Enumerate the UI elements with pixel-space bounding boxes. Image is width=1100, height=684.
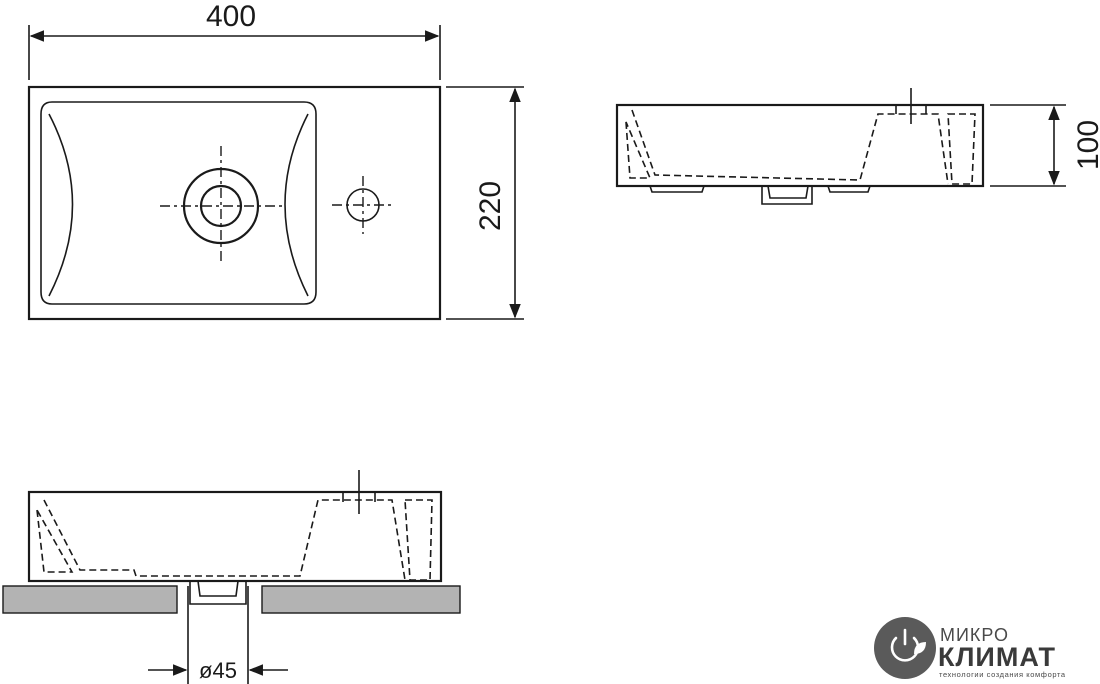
logo-line1: МИКРО bbox=[940, 625, 1009, 645]
brand-logo: МИКРО КЛИМАТ технологии создания комфорт… bbox=[874, 617, 1066, 679]
installed-left-cavity bbox=[36, 509, 74, 573]
height-label: 100 bbox=[1072, 120, 1100, 170]
installed-right-cavity bbox=[404, 499, 433, 581]
bowl-left-curve bbox=[48, 113, 74, 297]
top-view: 400 220 bbox=[27, 0, 524, 321]
side-outline bbox=[615, 103, 985, 188]
drain-diameter-label: ø45 bbox=[199, 658, 237, 683]
installed-drain-outlet bbox=[189, 581, 247, 605]
logo-tagline: технологии создания комфорта bbox=[939, 670, 1066, 679]
width-label: 400 bbox=[206, 0, 256, 33]
side-drain-inner bbox=[767, 185, 809, 199]
countertop-left bbox=[2, 585, 178, 614]
side-foot-left bbox=[649, 185, 705, 193]
installed-view: ø45 bbox=[2, 470, 461, 684]
side-drain-outlet bbox=[761, 186, 813, 205]
side-view: 100 bbox=[615, 88, 1100, 205]
bowl-outline bbox=[40, 101, 317, 305]
logo-badge bbox=[874, 617, 936, 679]
basin-outline bbox=[27, 85, 442, 321]
logo-line2: КЛИМАТ bbox=[938, 642, 1056, 672]
installed-bowl-section bbox=[43, 499, 406, 581]
installed-outline bbox=[27, 490, 443, 583]
side-right-cavity bbox=[947, 113, 976, 185]
side-left-cavity bbox=[625, 121, 652, 179]
side-bowl-section bbox=[631, 109, 949, 185]
installed-drain-inner bbox=[197, 580, 239, 597]
depth-label: 220 bbox=[474, 181, 507, 231]
countertop-right bbox=[261, 585, 461, 614]
power-leaf-icon bbox=[890, 628, 926, 662]
bowl-right-curve bbox=[284, 113, 309, 297]
side-foot-right bbox=[827, 185, 871, 193]
